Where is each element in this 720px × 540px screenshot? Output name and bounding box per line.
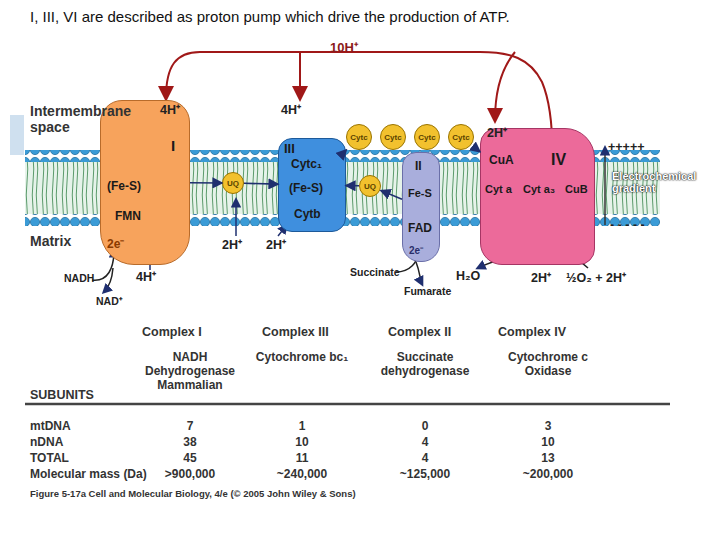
page-title: I, III, VI are described as proton pump …: [30, 8, 510, 25]
node-text: III: [284, 141, 295, 156]
fumarate-arrow: [416, 262, 422, 284]
text-label: Complex I: [142, 325, 202, 339]
node-text: II: [415, 159, 422, 173]
figure-caption: Figure 5-17a Cell and Molecular Biology,…: [30, 488, 356, 499]
complex-two: II Fe-S FAD 2e⁻: [402, 152, 440, 262]
node-text: IV: [551, 151, 566, 169]
node-text: Cyt a: [485, 183, 512, 195]
cytochrome-c: Cytc: [448, 124, 474, 150]
text-label: 2H⁺: [487, 124, 507, 141]
node-text: Cytc: [384, 133, 401, 142]
node-text: Fe-S: [408, 187, 432, 199]
node-text: Cytc: [418, 133, 435, 142]
text-label: NADH: [64, 272, 94, 284]
node-text: 2e⁻: [107, 235, 124, 252]
proton-arrow: [235, 200, 237, 236]
text-label: Succinate dehydrogenase: [370, 350, 480, 378]
text-label: Matrix: [30, 233, 71, 249]
node-text: (Fe-S): [107, 179, 141, 193]
text-label: 2H⁺: [531, 269, 551, 286]
node-text: (Fe-S): [289, 181, 323, 195]
ubiquinone: UQ: [222, 172, 244, 194]
text-label: 1: [262, 419, 342, 433]
text-label: 10: [262, 435, 342, 449]
complex-four: CuA IV Cyt a Cyt a₃ CuB: [480, 128, 595, 265]
text-label: 4: [385, 451, 465, 465]
proton-flow-branch: [299, 52, 301, 98]
node-text: 2e⁻: [409, 243, 423, 257]
text-label: Cytochrome c Oxidase: [493, 350, 603, 378]
text-label: ~200,000: [508, 467, 588, 481]
text-label: Fumarate: [404, 285, 451, 297]
text-label: ½O₂ + 2H⁺: [566, 269, 626, 286]
node-text: Cytc: [350, 133, 367, 142]
node-text: Cytc₁: [291, 157, 322, 171]
ubiquinone: UQ: [359, 175, 381, 197]
text-label: 2H⁺: [266, 236, 286, 253]
cytochrome-c: Cytc: [346, 124, 372, 150]
text-label: TOTAL: [30, 451, 69, 465]
text-label: H₂O: [456, 269, 480, 283]
text-label: mtDNA: [30, 419, 71, 433]
text-label: Succinate: [350, 266, 400, 278]
electron-flow-arrow: [381, 191, 402, 200]
text-label: Molecular mass (Da): [30, 467, 147, 481]
text-label: 13: [508, 451, 588, 465]
complex-three: IIICytc₁ (Fe-S) Cytb: [278, 138, 346, 232]
text-label: >900,000: [150, 467, 230, 481]
table-rule: [25, 403, 670, 406]
node-text: CuB: [565, 183, 588, 195]
text-label: NAD⁺: [96, 294, 123, 308]
text-label: 4H⁺: [281, 101, 301, 118]
electron-flow-arrow: [346, 185, 359, 187]
text-label: +++++: [608, 140, 645, 154]
text-label: Complex II: [388, 325, 451, 339]
text-label: 2H⁺: [222, 236, 242, 253]
text-label: 38: [150, 435, 230, 449]
nad-arrow: [104, 268, 113, 292]
text-label: 45: [150, 451, 230, 465]
text-label: 4H⁺: [160, 101, 180, 118]
complex-one: I (Fe-S) FMN 2e⁻: [100, 100, 190, 265]
text-label: Cytochrome bc₁: [247, 350, 357, 364]
side-tab: [10, 115, 24, 155]
node-text: Cyt a₃: [523, 183, 555, 195]
text-label: 4: [385, 435, 465, 449]
text-label: 10H⁺: [330, 38, 358, 56]
node-text: UQ: [227, 179, 239, 188]
text-label: Complex IV: [498, 325, 566, 339]
node-text: FAD: [408, 221, 432, 235]
node-text: Cytb: [294, 207, 321, 221]
text-label: SUBUNITS: [30, 388, 94, 402]
text-label: 4H⁺: [136, 268, 156, 285]
text-label: 0: [385, 419, 465, 433]
cytochrome-c: Cytc: [414, 124, 440, 150]
node-text: Cytc: [452, 133, 469, 142]
text-label: Complex III: [262, 325, 329, 339]
text-label: 10: [508, 435, 588, 449]
gradient-arrow: [604, 148, 606, 225]
text-label: NADH Dehydrogenase Mammalian: [135, 350, 245, 392]
node-text: FMN: [115, 209, 141, 223]
text-label: Intermembrane space: [30, 103, 150, 135]
text-label: 7: [150, 419, 230, 433]
electron-flow-arrow: [190, 182, 222, 184]
node-text: CuA: [489, 153, 514, 167]
cytochrome-c: Cytc: [380, 124, 406, 150]
proton-flow-branch: [495, 52, 515, 120]
text-label: nDNA: [30, 435, 63, 449]
text-label: - - - - -: [610, 218, 645, 232]
text-label: ~240,000: [262, 467, 342, 481]
electron-flow-arrow: [244, 182, 278, 184]
node-text: UQ: [364, 182, 376, 191]
text-label: 11: [262, 451, 342, 465]
text-label: ~125,000: [385, 467, 465, 481]
text-label: 3: [508, 419, 588, 433]
node-text: I: [171, 137, 175, 154]
text-label: Electrochemical gradient: [612, 170, 692, 194]
